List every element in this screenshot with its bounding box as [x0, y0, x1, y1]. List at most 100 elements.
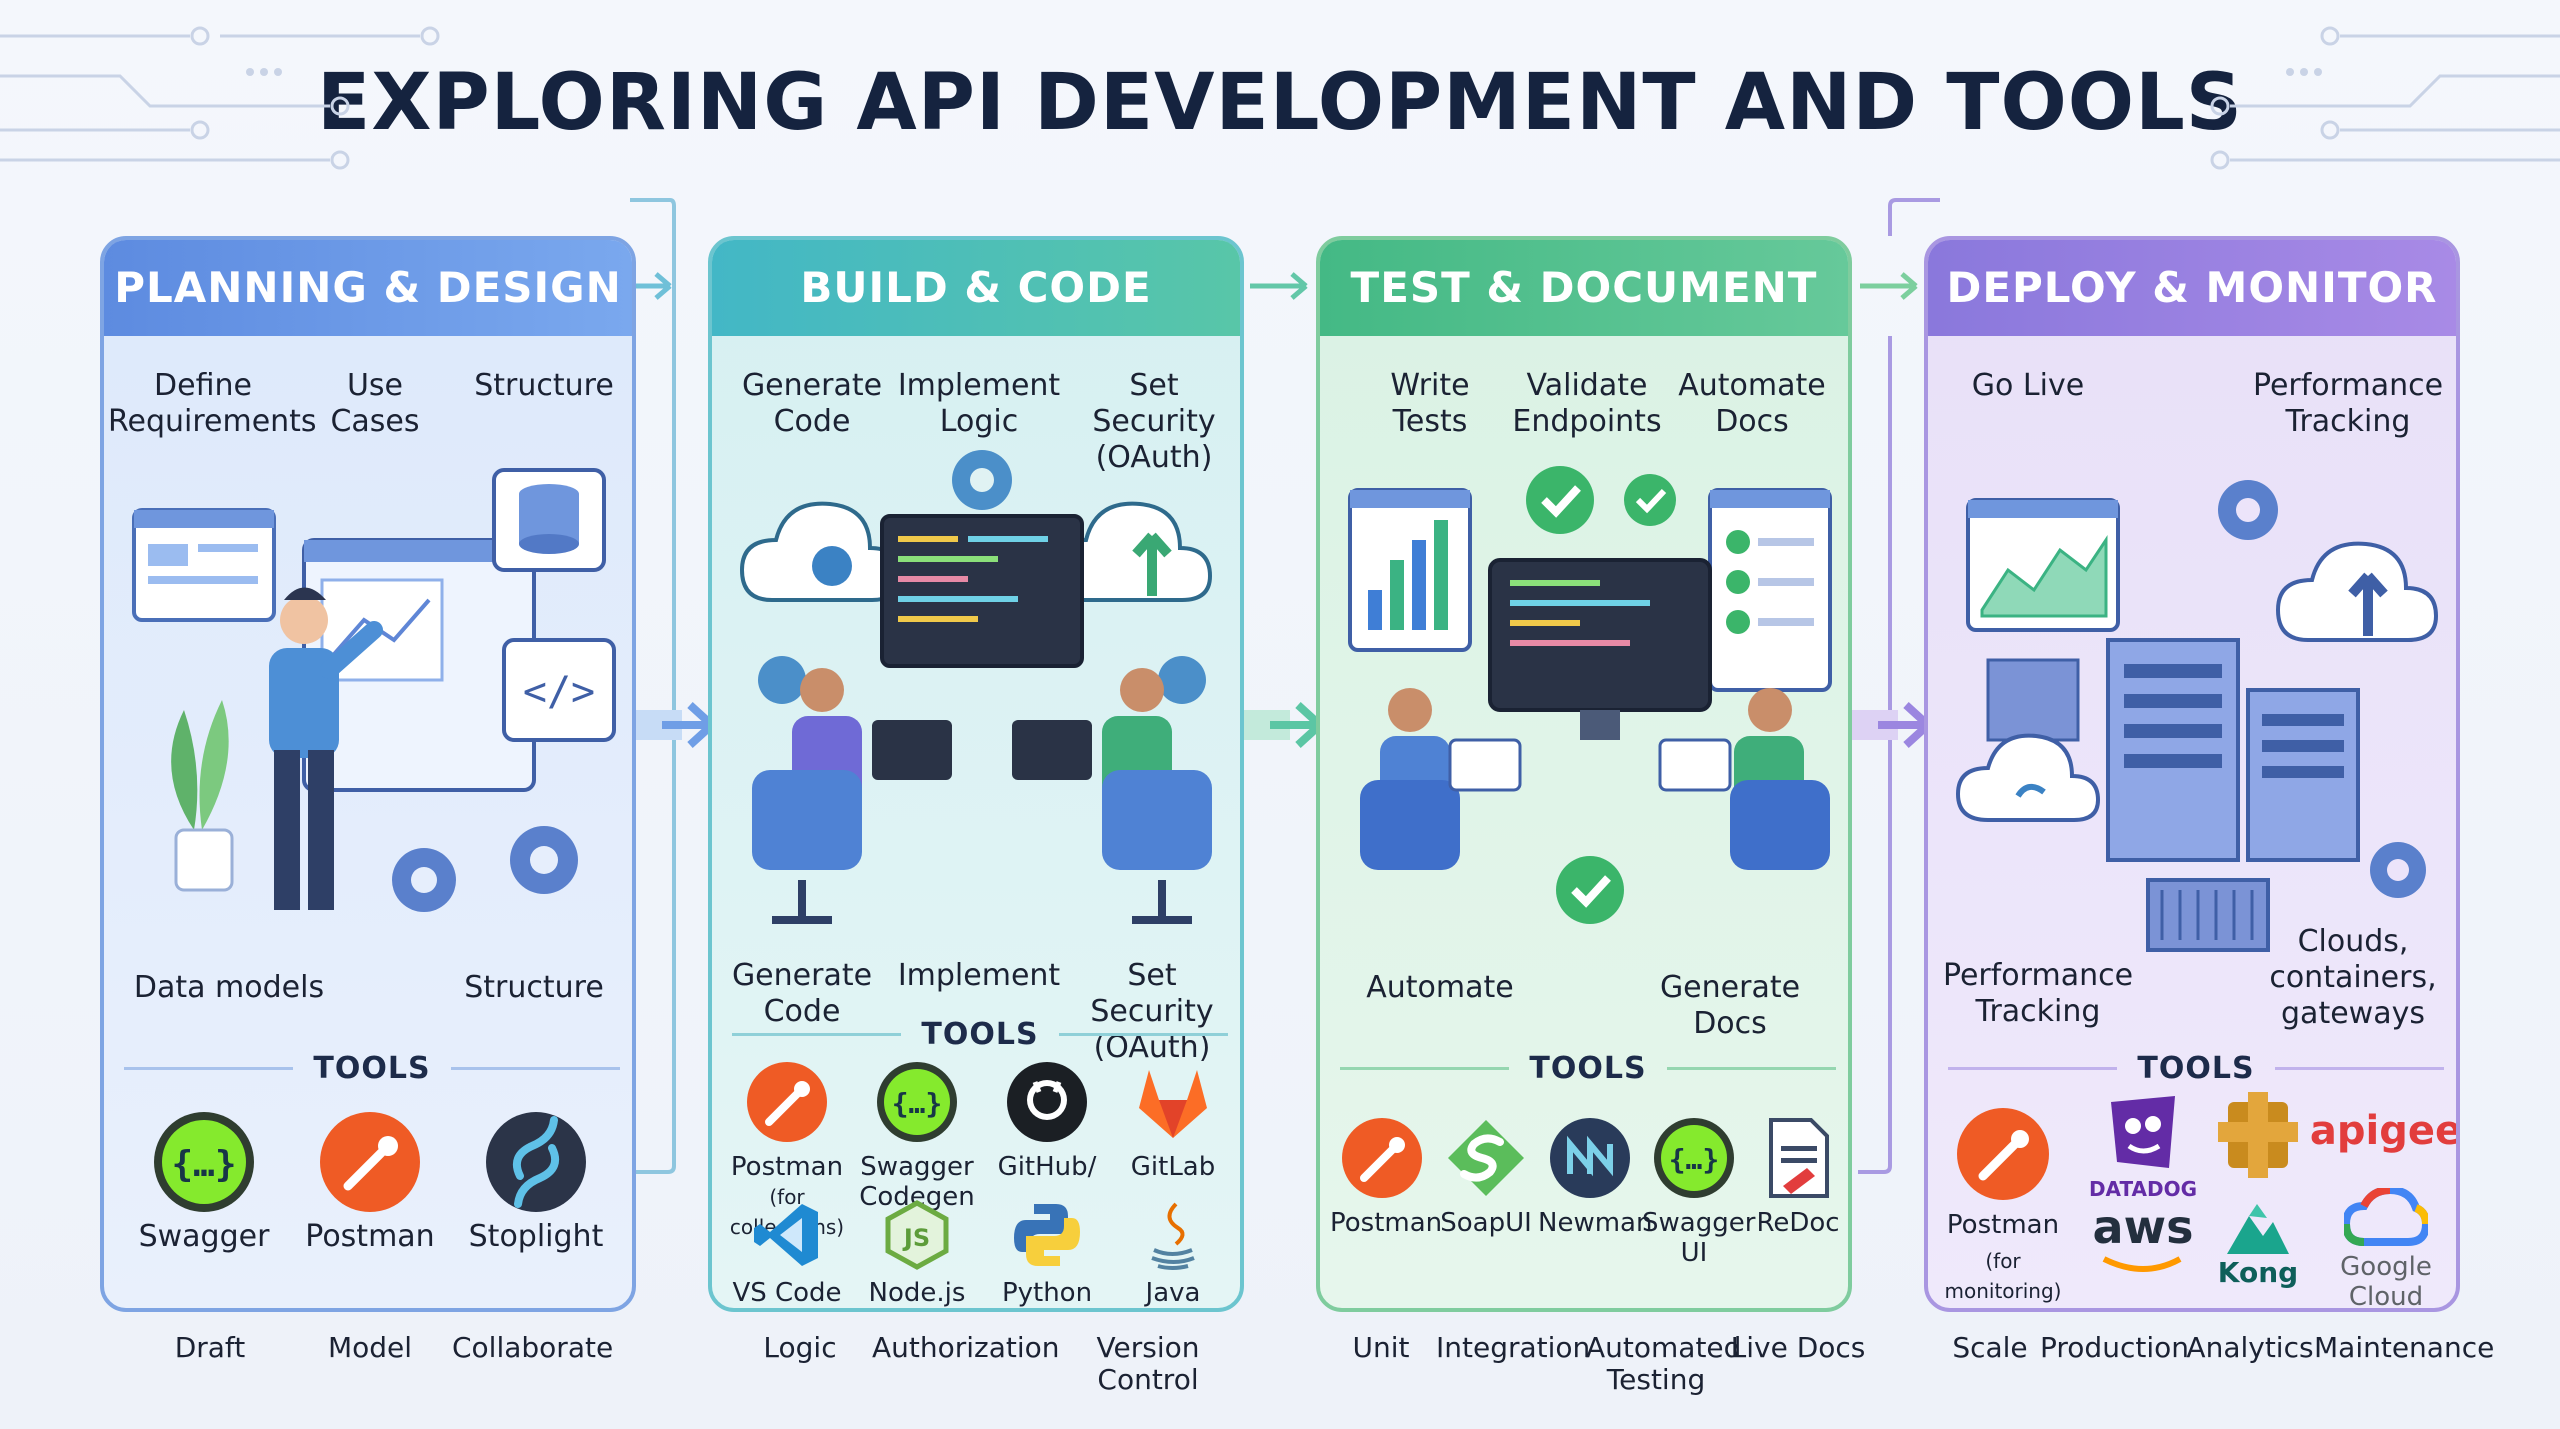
analytics-chart-icon	[1966, 498, 2120, 632]
tool-postman[interactable]: Postman (for monitoring)	[1928, 1106, 2078, 1306]
python-icon	[1014, 1204, 1080, 1266]
tool-name: Node.js	[868, 1278, 966, 1308]
tester-right-icon	[1658, 688, 1830, 870]
circuit-decoration-left	[0, 26, 440, 170]
label-performance-tracking: Performance Tracking	[2252, 368, 2444, 439]
panel-header: PLANNING & DESIGN	[104, 240, 632, 336]
panel-test-document: TEST & DOCUMENT Write Tests Validate End…	[1316, 236, 1852, 1312]
github-icon	[1007, 1062, 1087, 1142]
circuit-decoration-right	[2210, 26, 2560, 170]
bottom-label-maintenance: Maintenance	[2314, 1331, 2495, 1364]
tool-name: ReDoc	[1756, 1208, 1840, 1238]
tool-java[interactable]: Java	[1108, 1200, 1238, 1308]
label-generate-code-2: Generate Code	[731, 958, 873, 1029]
tool-postman[interactable]: Postman	[1330, 1116, 1442, 1238]
google-cloud-icon	[2344, 1188, 2428, 1246]
tool-redoc[interactable]: ReDoc	[1746, 1116, 1848, 1238]
svg-text:{…}: {…}	[892, 1087, 943, 1120]
bottom-label-analytics: Analytics	[2186, 1331, 2314, 1364]
bottom-label-version-control: Version Control	[1096, 1331, 1200, 1396]
tool-postman[interactable]: Postman	[290, 1110, 450, 1252]
svg-text:</>: </>	[523, 669, 595, 715]
tool-name: GitHub/	[997, 1152, 1097, 1182]
cloud-upload-icon	[2275, 541, 2439, 642]
server-rack-icon	[1986, 638, 2360, 862]
gear-icon	[392, 826, 578, 912]
panel-deploy-monitor: DEPLOY & MONITOR Go Live Performance Tra…	[1924, 236, 2460, 1312]
bottom-label-authorization: Authorization	[872, 1331, 1060, 1364]
cloud-gear-icon	[739, 501, 903, 602]
plant-icon	[171, 700, 234, 892]
tester-left-icon	[1360, 688, 1522, 870]
tool-github[interactable]: GitHub/	[982, 1060, 1112, 1182]
bottom-label-scale: Scale	[1952, 1331, 2028, 1364]
tool-apigee[interactable]: apigee	[2308, 1106, 2460, 1186]
bottom-label-draft: Draft	[174, 1331, 246, 1364]
tool-name: DATADOG	[2088, 1177, 2198, 1201]
label-generate-docs: Generate Docs	[1659, 970, 1801, 1041]
label-structure-2: Structure	[464, 970, 604, 1005]
swagger-icon: {…}	[1654, 1118, 1734, 1198]
bottom-label-logic: Logic	[763, 1331, 837, 1364]
vscode-icon	[754, 1204, 818, 1266]
bar-chart-report-icon	[1348, 488, 1472, 652]
code-tag-icon: </>	[502, 638, 616, 742]
label-set-security-2: Set Security (OAuth)	[1090, 958, 1214, 1065]
cloud-icon	[1955, 733, 2101, 822]
tool-google-cloud[interactable]: Google Cloud	[2308, 1188, 2456, 1308]
tools-divider: TOOLS	[124, 1048, 621, 1088]
aws-icon	[2102, 1256, 2182, 1272]
bottom-label-collaborate: Collaborate	[452, 1331, 614, 1364]
tool-python[interactable]: Python	[982, 1200, 1112, 1308]
tool-stoplight[interactable]: Stoplight	[456, 1110, 616, 1252]
label-set-security: Set Security (OAuth)	[1092, 368, 1216, 475]
tool-newman[interactable]: Newman	[1538, 1116, 1652, 1238]
tool-kong[interactable]: Kong	[2198, 1200, 2318, 1288]
tools-divider: TOOLS	[1340, 1048, 1837, 1088]
tool-aws[interactable]: aws	[2078, 1202, 2208, 1282]
tool-name: VS Code	[732, 1278, 842, 1308]
bottom-label-live-docs: Live Docs	[1730, 1331, 1866, 1364]
label-automate: Automate	[1366, 970, 1514, 1005]
connector-arrow-3	[1858, 198, 1940, 1174]
gear-icon	[2218, 480, 2426, 898]
tool-name: Postman	[305, 1219, 435, 1254]
container-icon	[2146, 878, 2270, 952]
label-structure: Structure	[474, 368, 614, 403]
label-implement-logic: Implement Logic	[897, 368, 1061, 439]
panel-header: BUILD & CODE	[712, 240, 1240, 336]
tool-vscode[interactable]: VS Code	[722, 1200, 852, 1308]
tool-nodejs[interactable]: JS Node.js	[852, 1200, 982, 1308]
bottom-label-model: Model	[327, 1331, 413, 1364]
database-icon	[492, 468, 606, 572]
tool-name: apigee	[2309, 1108, 2460, 1154]
label-define-requirements: Define Requirements	[108, 368, 317, 439]
postman-icon	[320, 1112, 420, 1212]
tool-soapui[interactable]: SoapUI	[1434, 1116, 1538, 1238]
tools-divider: TOOLS	[1948, 1048, 2445, 1088]
label-write-tests: Write Tests	[1390, 368, 1470, 439]
postman-icon	[747, 1062, 827, 1142]
postman-icon	[1957, 1108, 2049, 1200]
datadog-icon	[2111, 1096, 2175, 1168]
redoc-icon	[1769, 1118, 1829, 1198]
swagger-icon: {…}	[877, 1062, 957, 1142]
testing-illustration	[1348, 466, 1832, 924]
tools-label: TOOLS	[921, 1016, 1039, 1052]
page-title: EXPLORING API DEVELOPMENT AND TOOLS	[317, 58, 2243, 148]
tool-swagger-ui[interactable]: {…} Swagger UI	[1642, 1116, 1755, 1268]
svg-text:JS: JS	[902, 1224, 930, 1252]
label-clouds-containers-gateways: Clouds, containers, gateways	[2269, 924, 2437, 1031]
tool-name: GitLab	[1130, 1152, 1216, 1182]
tool-swagger-codegen[interactable]: {…} Swagger Codegen	[852, 1060, 982, 1212]
tool-datadog[interactable]: DATADOG	[2078, 1092, 2208, 1204]
tool-kong-gateway[interactable]	[2198, 1092, 2318, 1186]
code-monitor-icon	[1488, 558, 1712, 740]
coding-illustration	[739, 450, 1213, 924]
tool-name: Swagger	[138, 1219, 270, 1254]
bottom-label-automated-testing: Automated Testing	[1586, 1331, 1742, 1396]
connector-arrow-2	[1250, 272, 1308, 300]
tool-gitlab[interactable]: GitLab	[1108, 1060, 1238, 1182]
tool-swagger[interactable]: {…} Swagger	[124, 1110, 284, 1252]
label-generate-code: Generate Code	[741, 368, 883, 439]
